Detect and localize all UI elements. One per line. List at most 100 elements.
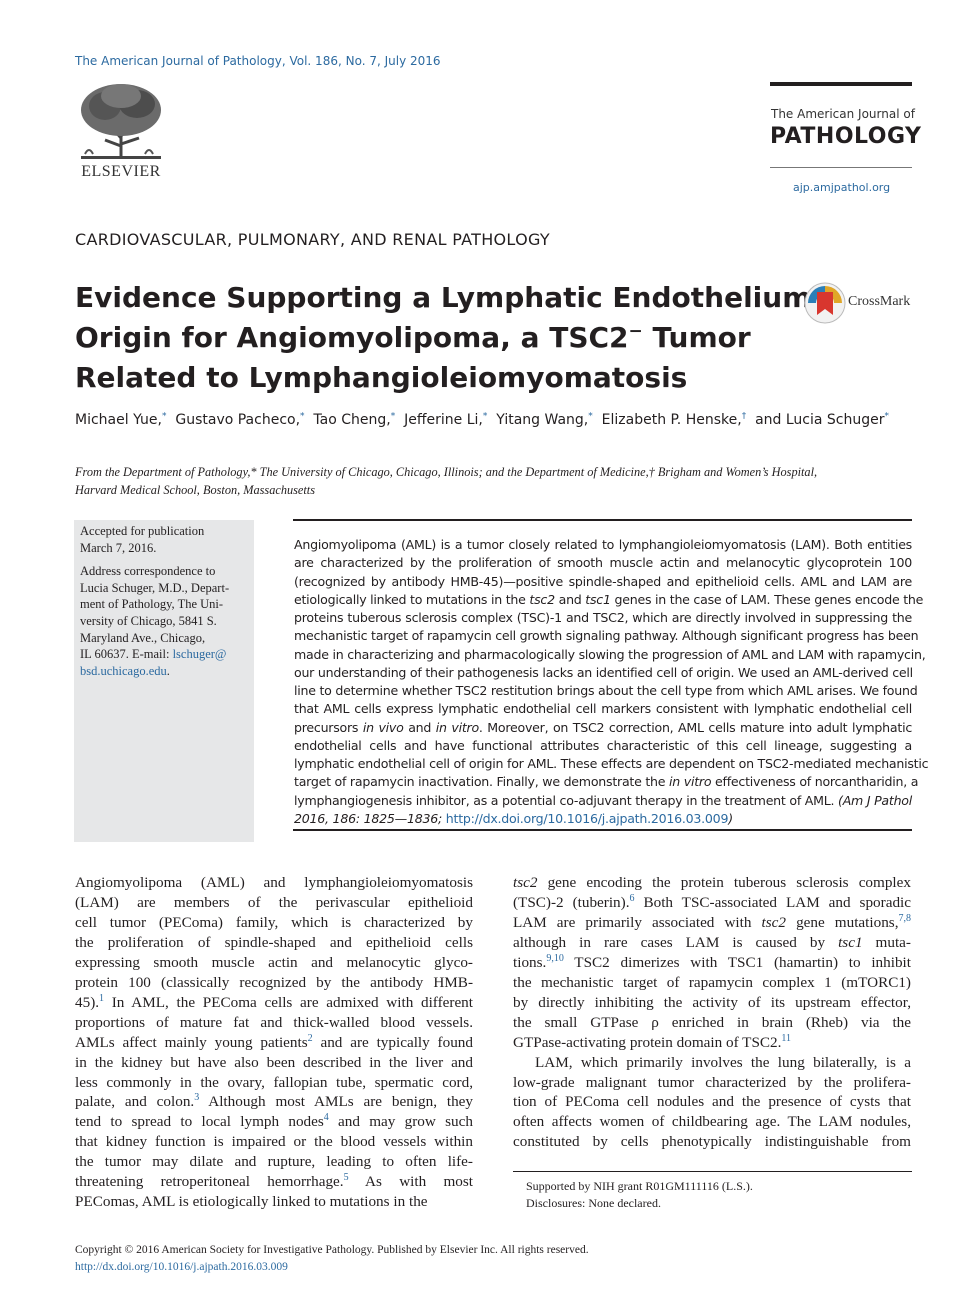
article-info-box [74,520,254,842]
author-affil-mark: * [161,411,167,422]
abstract-line: mechanistic target of rapamycin cell gro… [294,628,919,644]
correspondence-line: Maryland Ave., Chicago, [80,630,206,645]
funding-note: Supported by NIH grant R01GM111116 (L.S.… [526,1179,753,1193]
author-3[interactable]: Tao Cheng,* [309,412,395,428]
author-name: Elizabeth P. Henske, [597,412,742,428]
body-line: less commonly in the ovary, fallopian tu… [75,1073,473,1091]
title-superscript: − [628,321,643,342]
body-line: threatening retroperitoneal hemorrhage.5… [75,1172,474,1191]
page-footer: Copyright © 2016 American Society for In… [75,1242,589,1276]
correspondence-text: IL 60637. E-mail: [80,647,173,662]
abstract-line: precursors in vivo and in vitro. Moreove… [294,719,912,735]
affiliations: From the Department of Pathology,* The U… [75,463,915,499]
abstract-line: our understanding of their pathogenesis … [294,664,913,680]
journal-citation[interactable]: The American Journal of Pathology, Vol. … [75,54,441,68]
author-1[interactable]: Michael Yue,* [75,412,166,428]
reference-link[interactable]: 6 [629,892,635,904]
body-line: PEComas, AML is etiologically linked to … [75,1193,428,1211]
abstract-line: endothelial cells and have functional at… [294,737,912,753]
correspondence-line: ment of Pathology, The Uni- [80,597,224,612]
author-5[interactable]: Yitang Wang,* [492,412,592,428]
author-7[interactable]: and Lucia Schuger* [751,412,889,428]
body-line: by directly inhibiting the activity of i… [513,993,911,1011]
reference-link[interactable]: 4 [323,1112,329,1124]
section-heading: CARDIOVASCULAR, PULMONARY, AND RENAL PAT… [75,230,550,249]
publisher-name: ELSEVIER [81,163,161,180]
punctuation: ) [728,810,733,826]
journal-name: PATHOLOGY [770,124,922,149]
author-name: Michael Yue, [75,412,162,428]
title-line-2-tail: Tumor [642,321,751,354]
author-2[interactable]: Gustavo Pacheco,* [170,412,304,428]
email-link[interactable]: lschuger@ [172,647,227,662]
body-line: GTPase-activating protein domain of TSC2… [513,1032,792,1051]
body-line: tend to spread to local lymph nodes4 and… [75,1112,473,1131]
body-column-left: Angiomyolipoma (AML) and lymphangioleiom… [75,873,473,1212]
body-line: LAM are primarily associated with tsc2 g… [513,912,912,931]
author-affil-mark: * [482,411,488,422]
journal-url-link[interactable]: ajp.amjpathol.org [793,181,891,194]
crossmark-label[interactable]: CrossMark [848,294,911,309]
abstract-doi-link[interactable]: http://dx.doi.org/10.1016/j.ajpath.2016.… [445,810,729,826]
abstract: Angiomyolipoma (AML) is a tumor closely … [294,536,929,828]
body-line: AMLs affect mainly young patients2 and a… [75,1032,473,1051]
title-line-3: Related to Lymphangioleiomyomatosis [75,361,688,394]
body-line: often affects women of childbearing age.… [513,1113,911,1131]
abstract-citation: (Am J Pathol [838,792,912,808]
body-line: cell tumor (PEComa) family, which is cha… [75,913,473,931]
crossmark-icon[interactable] [804,282,916,324]
body-line: in the kidney but have also been describ… [75,1053,473,1071]
reference-link[interactable]: 11 [781,1032,792,1044]
reference-link[interactable]: 5 [343,1172,349,1184]
article-title: Evidence Supporting a Lymphatic Endothel… [75,278,812,398]
email-link-cont[interactable]: bsd.uchicago.edu [80,663,167,678]
author-list: Michael Yue,* Gustavo Pacheco,* Tao Chen… [75,412,889,428]
body-line: low-grade malignant tumor characterized … [513,1073,911,1091]
punctuation: . [166,663,170,678]
journal-name-small: The American Journal of [771,107,915,121]
title-line-2-text: Origin for Angiomyolipoma, a TSC2 [75,321,629,354]
author-name: Tao Cheng, [308,412,391,428]
author-4[interactable]: Jefferine Li,* [400,411,488,428]
abstract-line: 2016, 186: 1825—1836; http://dx.doi.org/… [294,810,912,828]
body-line: the mechanistic target of rapamycin comp… [513,973,911,991]
author-name: Gustavo Pacheco, [170,412,301,428]
abstract-line: Angiomyolipoma (AML) is a tumor closely … [294,537,912,552]
body-line: (TSC)-2 (tuberin).6 Both TSC-associated … [513,892,911,911]
title-line-2: Origin for Angiomyolipoma, a TSC2− Tumor [75,318,775,358]
journal-divider [770,167,912,168]
abstract-line: proteins tuberous sclerosis complex (TSC… [294,610,912,625]
body-line: tion of PEComa cell nodules and the pres… [513,1093,911,1111]
abstract-line: are characterized by the proliferation o… [294,555,912,571]
title-line-1: Evidence Supporting a Lymphatic Endothel… [75,281,812,314]
body-line: tsc2 gene encoding the protein tuberous … [513,874,911,891]
author-affil-mark: * [884,411,890,422]
accepted-date: March 7, 2016. [80,540,157,555]
reference-link[interactable]: 3 [194,1092,200,1104]
abstract-line: that AML cells express lymphatic endothe… [294,701,912,717]
reference-link[interactable]: 7,8 [898,912,912,924]
body-line: proportions of mature fat and thick-wall… [75,1013,473,1031]
author-affil-mark: † [741,411,747,422]
body-line: the proliferation of spindle-shaped and … [75,933,473,951]
author-6[interactable]: Elizabeth P. Henske,† [597,411,747,428]
correspondence-line: versity of Chicago, 5841 S. [80,613,217,628]
reference-link[interactable]: 1 [99,992,105,1004]
author-name: and Lucia Schuger [750,412,885,428]
accepted-line: Accepted for publication [80,524,205,538]
reference-link[interactable]: 2 [307,1032,313,1044]
body-line: tions.9,10 TSC2 dimerizes with TSC1 (ham… [513,952,911,971]
abstract-line: (recognized by antibody HMB-45)—positive… [294,573,912,589]
body-line: protein 100 (classically recognized by t… [75,973,473,991]
author-affil-mark: * [390,411,396,422]
body-line: the tumor may dilate and rupture, leadin… [75,1153,473,1171]
affiliation-line: Harvard Medical School, Boston, Massachu… [75,483,315,497]
correspondence-line: bsd.uchicago.edu. [80,663,248,680]
elsevier-tree-logo [75,80,167,160]
reference-link[interactable]: 9,10 [546,952,564,964]
abstract-line: made in characterizing and pharmacologic… [294,646,926,662]
footer-doi-link[interactable]: http://dx.doi.org/10.1016/j.ajpath.2016.… [75,1261,288,1273]
correspondence-line: Lucia Schuger, M.D., Depart- [80,580,230,595]
abstract-citation: 2016, 186: 1825—1836; [294,810,446,826]
journal-rule [770,82,912,86]
